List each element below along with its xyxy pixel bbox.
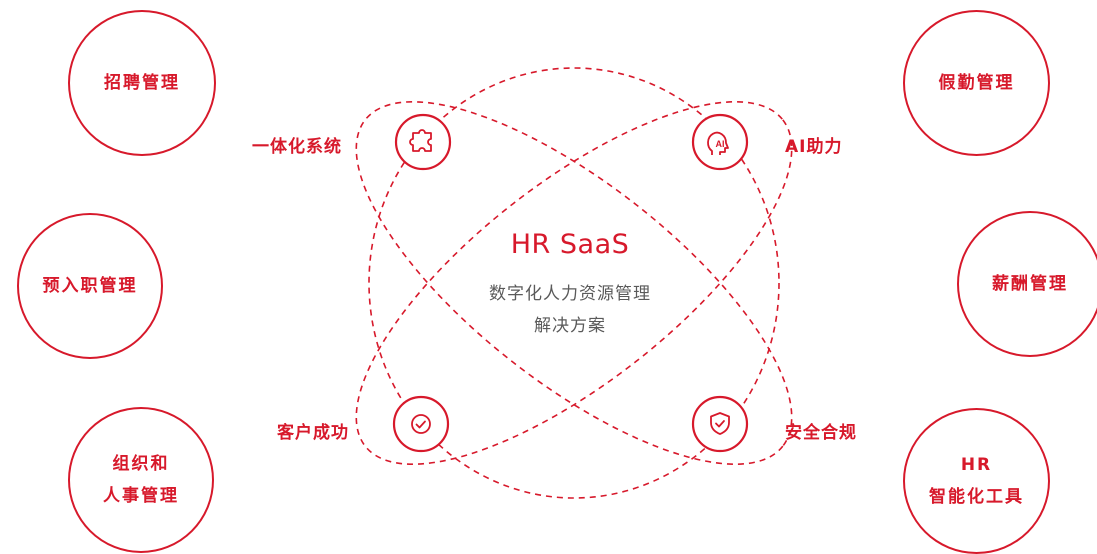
feature-label-integrated: 一体化系统 — [252, 137, 342, 157]
module-label-line-1: HR — [960, 455, 993, 475]
feature-label-ai: AI助力 — [785, 137, 843, 157]
module-organization-personnel[interactable]: 组织和 人事管理 — [68, 407, 214, 553]
check-circle-icon — [411, 414, 431, 434]
dashed-ellipse-b — [355, 101, 793, 465]
center-title: HR SaaS — [510, 229, 630, 260]
shield-check-icon — [710, 412, 730, 435]
feature-label-security: 安全合规 — [785, 423, 857, 443]
outer-dashed-ring — [368, 67, 780, 499]
module-label: 预入职管理 — [42, 276, 138, 296]
center-subtitle-line-2: 解决方案 — [534, 316, 606, 336]
module-leave-attendance[interactable]: 假勤管理 — [903, 10, 1050, 156]
module-hr-smart-tools[interactable]: HR 智能化工具 — [903, 408, 1050, 554]
node-security — [691, 395, 749, 453]
module-label: 招聘管理 — [104, 73, 180, 93]
puzzle-icon — [409, 129, 432, 152]
module-payroll[interactable]: 薪酬管理 — [957, 211, 1097, 357]
node-integrated — [394, 113, 452, 171]
module-label: 薪酬管理 — [992, 274, 1068, 294]
ai-head-icon — [707, 131, 729, 155]
module-recruitment[interactable]: 招聘管理 — [68, 10, 216, 156]
module-pre-onboarding[interactable]: 预入职管理 — [17, 213, 163, 359]
module-label-line-2: 智能化工具 — [929, 487, 1024, 507]
svg-text:AI: AI — [716, 139, 725, 149]
node-success — [392, 395, 450, 453]
dashed-ellipse-a — [355, 101, 793, 465]
module-label-line-1: 组织和 — [112, 454, 170, 474]
center-subtitle-line-1: 数字化人力资源管理 — [489, 284, 651, 304]
feature-label-customer-success: 客户成功 — [277, 423, 349, 443]
module-label-line-2: 人事管理 — [103, 486, 179, 506]
node-ai: AI — [691, 113, 749, 171]
module-label: 假勤管理 — [938, 73, 1015, 93]
